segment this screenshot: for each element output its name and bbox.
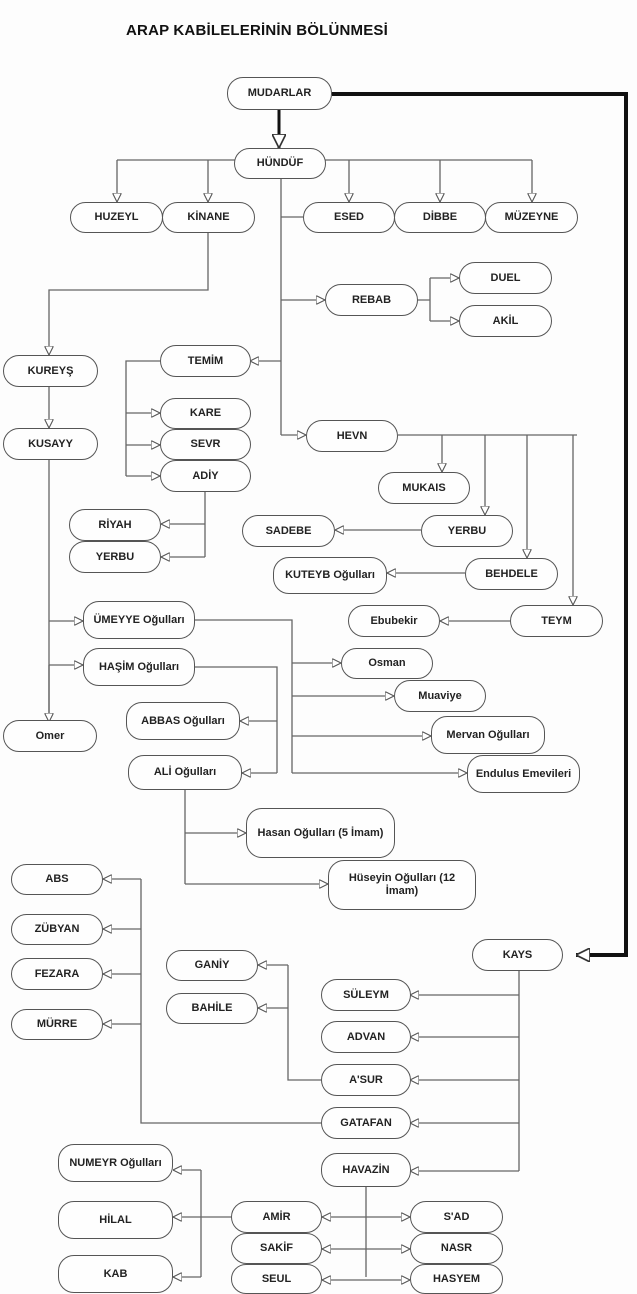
node-hasan: Hasan Oğulları (5 İmam) <box>246 808 395 858</box>
node-asur: A'SUR <box>321 1064 411 1096</box>
node-kinane: KİNANE <box>162 202 255 233</box>
node-sadebe: SADEBE <box>242 515 335 547</box>
node-akil: AKİL <box>459 305 552 337</box>
node-abbas: ABBAS Oğulları <box>126 702 240 740</box>
node-kusayy: KUSAYY <box>3 428 98 460</box>
node-abs: ABS <box>11 864 103 895</box>
node-hilal: HİLAL <box>58 1201 173 1239</box>
node-kureys: KUREYŞ <box>3 355 98 387</box>
edge-kinane-kureys <box>49 232 209 355</box>
node-endulus: Endulus Emevileri <box>467 755 580 793</box>
node-esed: ESED <box>303 202 395 233</box>
node-hevn: HEVN <box>306 420 398 452</box>
edge-gatafan-trunk <box>140 879 321 1124</box>
edge-amir-trunk <box>200 1170 231 1277</box>
node-murre: MÜRRE <box>11 1009 103 1040</box>
node-kays: KAYS <box>472 939 563 971</box>
node-sad: S'AD <box>410 1201 503 1233</box>
node-ali: ALİ Oğulları <box>128 755 242 790</box>
node-hunduf: HÜNDÜF <box>234 148 326 179</box>
node-huzeyl: HUZEYL <box>70 202 163 233</box>
edge-mudarlar-kays <box>332 92 628 955</box>
node-yerbu-1: YERBU <box>69 541 161 573</box>
node-umeyye: ÜMEYYE Oğulları <box>83 601 195 639</box>
node-hasyem: HASYEM <box>410 1264 503 1294</box>
node-yerbu-2: YERBU <box>421 515 513 547</box>
node-amir: AMİR <box>231 1201 322 1233</box>
node-ebubekir: Ebubekir <box>348 605 440 637</box>
node-gatafan: GATAFAN <box>321 1107 411 1139</box>
node-teym: TEYM <box>510 605 603 637</box>
diagram-title: ARAP KABİLELERİNİN BÖLÜNMESİ <box>126 22 388 39</box>
node-numeyr: NUMEYR Oğulları <box>58 1144 173 1182</box>
node-behdele: BEHDELE <box>465 558 558 590</box>
node-ganiy: GANİY <box>166 950 258 981</box>
edge-rebab-branch <box>417 278 431 321</box>
node-fezara: FEZARA <box>11 958 103 990</box>
edge-umeyye-trunk <box>194 619 293 773</box>
node-duel: DUEL <box>459 262 552 294</box>
node-advan: ADVAN <box>321 1021 411 1053</box>
node-rebab: REBAB <box>325 284 418 316</box>
node-hasim: HAŞİM Oğulları <box>83 648 195 686</box>
node-muaviye: Muaviye <box>394 680 486 712</box>
node-dibbe: DİBBE <box>394 202 486 233</box>
edge-hasim-trunk <box>194 666 278 773</box>
node-bahile: BAHİLE <box>166 993 258 1024</box>
node-nasr: NASR <box>410 1233 503 1264</box>
node-muzeyne: MÜZEYNE <box>485 202 578 233</box>
node-kare: KARE <box>160 398 251 429</box>
node-mukais: MUKAIS <box>378 472 470 504</box>
node-riyah: RİYAH <box>69 509 161 541</box>
node-sevr: SEVR <box>160 429 251 460</box>
node-mervan: Mervan Oğulları <box>431 716 545 754</box>
edge-temim-trunk <box>125 360 160 476</box>
node-sakif: SAKİF <box>231 1233 322 1264</box>
node-seul: SEUL <box>231 1264 322 1294</box>
node-kuteyb: KUTEYB Oğulları <box>273 557 387 594</box>
node-omer: Omer <box>3 720 97 752</box>
node-osman: Osman <box>341 648 433 679</box>
node-temim: TEMİM <box>160 345 251 377</box>
node-huseyin: Hüseyin Oğulları (12 İmam) <box>328 860 476 910</box>
node-zubyan: ZÜBYAN <box>11 914 103 945</box>
node-mudarlar: MUDARLAR <box>227 77 332 110</box>
node-suleym: SÜLEYM <box>321 979 411 1011</box>
node-havazin: HAVAZİN <box>321 1153 411 1187</box>
node-adiy: ADİY <box>160 460 251 492</box>
node-kab: KAB <box>58 1255 173 1293</box>
edge-asur-trunk <box>287 965 321 1081</box>
